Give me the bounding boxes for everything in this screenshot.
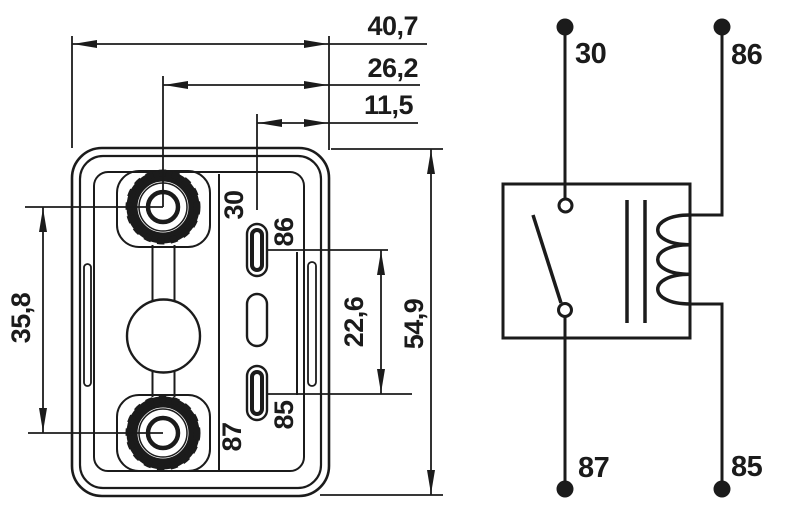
wire-85 xyxy=(690,302,724,486)
terminal-dot-87 xyxy=(556,480,574,498)
relay-body-outer-outline xyxy=(70,146,331,498)
dimension-label-terminal-to-edge: 11,5 xyxy=(364,90,414,120)
center-neck xyxy=(151,245,176,397)
relay-base-panel xyxy=(93,171,305,472)
dimension-total-height: 54,9 xyxy=(320,148,443,496)
schematic-label-30: 30 xyxy=(575,38,606,70)
dimension-label-terminal-spacing: 22,6 xyxy=(339,296,369,347)
terminal-slot-85 xyxy=(245,364,269,422)
arrowhead-left xyxy=(73,40,97,48)
side-groove-left xyxy=(83,263,92,387)
arrowhead-up xyxy=(427,150,435,174)
coil-winding xyxy=(656,213,691,306)
dimension-total-width: 40,7 xyxy=(72,11,427,48)
dimension-nut-to-edge: 26,2 xyxy=(163,53,420,89)
terminal-dot-30 xyxy=(556,18,574,36)
terminal-dot-86 xyxy=(713,18,731,36)
relay-base-dimension-drawing: 30 86 87 85 40,7 26,2 xyxy=(6,11,443,498)
arrowhead-up xyxy=(377,251,385,275)
relay-body-inner-outline xyxy=(78,154,323,490)
arrowhead-up xyxy=(39,208,47,232)
terminal-label-86: 86 xyxy=(269,217,299,247)
terminal-label-87: 87 xyxy=(217,422,247,451)
arrowhead-right xyxy=(304,119,328,127)
contact-point-87 xyxy=(557,302,573,318)
schematic-label-87: 87 xyxy=(578,452,609,484)
contact-point-30 xyxy=(557,197,574,214)
dimension-label-nut-spacing: 35,8 xyxy=(6,292,36,343)
arrowhead-left xyxy=(164,81,188,89)
wire-86 xyxy=(690,30,724,217)
side-groove-right xyxy=(307,261,317,387)
switch-blade xyxy=(531,214,563,304)
dimension-terminal-spacing: 22,6 xyxy=(268,249,412,395)
arrowhead-right xyxy=(304,40,328,48)
terminal-slot-middle xyxy=(245,292,269,348)
schematic-label-86: 86 xyxy=(731,39,763,71)
terminal-dot-85 xyxy=(713,480,731,498)
arrowhead-left xyxy=(258,119,282,127)
relay-box xyxy=(501,182,692,340)
extension-lines xyxy=(71,36,330,210)
arrowhead-down xyxy=(427,470,435,494)
dimension-label-nut-to-edge: 26,2 xyxy=(367,53,418,83)
schematic-label-85: 85 xyxy=(731,451,763,483)
arrowhead-right xyxy=(304,81,328,89)
dimension-terminal-to-edge: 11,5 xyxy=(257,90,418,127)
dimension-label-total-height: 54,9 xyxy=(399,298,429,349)
arrowhead-down xyxy=(377,369,385,393)
terminal-label-85: 85 xyxy=(269,400,299,430)
arrowhead-down xyxy=(39,408,47,432)
dimension-nut-spacing: 35,8 xyxy=(6,206,163,434)
relay-circuit-schematic: 30 86 87 85 xyxy=(501,18,763,498)
terminal-slot-86 xyxy=(245,222,269,278)
terminal-label-30: 30 xyxy=(219,190,249,219)
center-hole-circle xyxy=(125,298,202,374)
dimension-label-total-width: 40,7 xyxy=(367,11,418,41)
